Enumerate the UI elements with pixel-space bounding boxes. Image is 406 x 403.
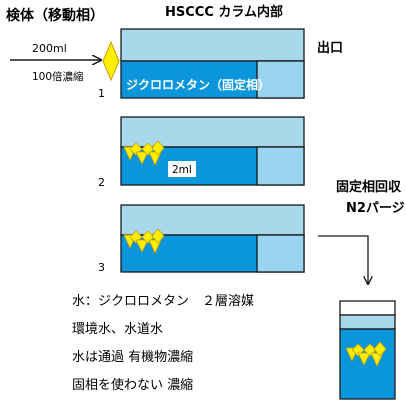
vial-analyte-cluster-icon [345,341,387,367]
stage-2-column [120,116,305,186]
stage-3-column [120,204,305,273]
stage-1-upper-phase [120,28,305,62]
vial-upper [339,300,396,316]
stage-1-outlet-box [256,60,305,99]
sample-droplet-icon [102,40,120,82]
stationary-phase-label: ジクロロメタン（固定相） [126,77,270,92]
note-water-pass: 水は通過 有機物濃縮 [72,349,193,365]
vial-band [339,314,396,330]
volume-2ml-label: 2ml [172,164,192,176]
volume-2ml-badge [168,161,196,177]
recovery-label-line2: N2パージ [346,201,405,216]
recovery-label-line1: 固定相回収 [336,179,402,195]
note-water-types: 環境水、水道水 [72,322,163,337]
stage-3-label: 3 [98,261,105,274]
stage-2-label: 2 [98,176,105,189]
note-solvent-system: 水：ジクロロメタン ２層溶媒 [72,294,254,309]
note-no-solid-phase: 固相を使わない 濃縮 [72,377,193,393]
stage-2-analyte-cluster-icon [123,140,165,166]
stage-1-label: 1 [98,87,105,100]
sample-volume-label: 200ml [32,42,67,55]
stage-3-outlet-box [256,234,305,273]
recovery-arrow [318,235,368,284]
outlet-label: 出口 [317,40,343,56]
column-title: HSCCC カラム内部 [165,4,283,20]
stage-1-column [120,28,305,99]
stage-2-upper-phase [120,116,305,148]
vial-lower [339,328,396,400]
stage-3-analyte-cluster-icon [123,228,165,254]
stage-3-upper-phase [120,204,305,236]
collection-vial [339,300,396,400]
sample-title: 検体（移動相） [6,7,104,24]
concentration-label: 100倍濃縮 [32,70,84,83]
stage-2-outlet-box [256,146,305,186]
